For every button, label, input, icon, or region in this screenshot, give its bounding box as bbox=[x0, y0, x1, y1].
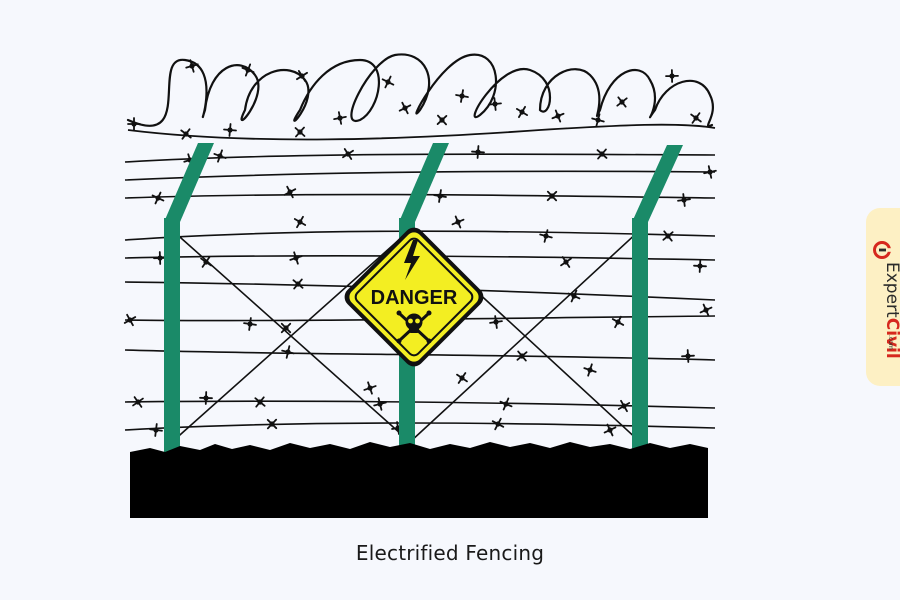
barb-knot bbox=[135, 399, 141, 405]
barb-knot bbox=[367, 385, 373, 391]
barb-knot bbox=[693, 115, 699, 121]
barb-knot bbox=[595, 117, 601, 123]
barb-knot bbox=[203, 395, 209, 401]
barb-knot bbox=[555, 113, 561, 119]
lightning-bolt-icon bbox=[404, 240, 420, 280]
barb-knot bbox=[385, 79, 391, 85]
barb-knot bbox=[703, 307, 709, 313]
barb-knot bbox=[345, 151, 351, 157]
barb-knot bbox=[492, 101, 498, 107]
barb-knot bbox=[157, 255, 163, 261]
barb-knot bbox=[493, 319, 499, 325]
fence-posts bbox=[164, 143, 683, 458]
barb-knot bbox=[571, 293, 577, 299]
barb-knot bbox=[377, 401, 383, 407]
barb-knot bbox=[599, 151, 605, 157]
barb-knot bbox=[519, 109, 525, 115]
barb-knot bbox=[299, 73, 305, 79]
barb-knot bbox=[245, 67, 251, 73]
barb-knot bbox=[227, 127, 233, 133]
barb-knot bbox=[455, 219, 461, 225]
barb-knot bbox=[681, 197, 687, 203]
barb-knot bbox=[495, 421, 501, 427]
expertcivil-logo-icon bbox=[873, 241, 891, 259]
brace-left-b bbox=[171, 229, 411, 443]
barb-knot bbox=[607, 427, 613, 433]
barb-knot bbox=[183, 131, 189, 137]
figure-caption: Electrified Fencing bbox=[355, 541, 545, 565]
barb-knot bbox=[685, 353, 691, 359]
skull-crossbones-icon bbox=[396, 310, 432, 344]
barb-knot bbox=[543, 233, 549, 239]
barb-knot bbox=[437, 193, 443, 199]
barb-knot bbox=[293, 255, 299, 261]
brace-right-b bbox=[409, 229, 641, 443]
barb-knot bbox=[283, 325, 289, 331]
barb-knot bbox=[519, 353, 525, 359]
razor-wire-coil bbox=[126, 53, 714, 128]
barb-knot bbox=[621, 403, 627, 409]
barb-knot bbox=[459, 375, 465, 381]
barb-knot bbox=[707, 169, 713, 175]
barb-knot bbox=[669, 73, 675, 79]
barb-knot bbox=[155, 195, 161, 201]
danger-sign-text: DANGER bbox=[371, 287, 458, 309]
barb-knot bbox=[475, 149, 481, 155]
barb-knot bbox=[153, 427, 159, 433]
barb-knot bbox=[285, 349, 291, 355]
barb-knot bbox=[697, 263, 703, 269]
barb-knot bbox=[295, 281, 301, 287]
barb-knot bbox=[549, 193, 555, 199]
barb-knot bbox=[247, 321, 253, 327]
barb-knot bbox=[439, 117, 445, 123]
logo-tab bbox=[866, 208, 900, 386]
barb-knot bbox=[127, 317, 133, 323]
barb-knot bbox=[587, 367, 593, 373]
barbed-wire bbox=[124, 193, 716, 199]
barb-knot bbox=[665, 233, 671, 239]
barb-knot bbox=[297, 129, 303, 135]
barb-knot bbox=[615, 319, 621, 325]
ground bbox=[130, 442, 708, 518]
barb-knot bbox=[287, 189, 293, 195]
barb-knot bbox=[459, 93, 465, 99]
barb-knot bbox=[269, 421, 275, 427]
barb-knot bbox=[503, 401, 509, 407]
barbed-wire bbox=[124, 153, 716, 163]
barbs bbox=[123, 59, 717, 437]
barb-knot bbox=[217, 153, 223, 159]
barbed-wire bbox=[124, 170, 716, 181]
barb-knot bbox=[189, 63, 195, 69]
fence-post-right bbox=[632, 145, 683, 454]
barb-knot bbox=[257, 399, 263, 405]
razor-wire-coil-base bbox=[127, 123, 716, 141]
barb-knot bbox=[563, 259, 569, 265]
logo-suffix: .com bbox=[887, 335, 894, 350]
barb-knot bbox=[619, 99, 625, 105]
barb-knot bbox=[337, 115, 343, 121]
barb-knot bbox=[297, 219, 303, 225]
logo-expert-text: Expert bbox=[882, 262, 900, 318]
barb-knot bbox=[402, 105, 408, 111]
fence-post-left bbox=[164, 143, 214, 458]
danger-sign: DANGER bbox=[344, 227, 484, 367]
barb-knot bbox=[203, 259, 209, 265]
barb-knot bbox=[131, 121, 137, 127]
